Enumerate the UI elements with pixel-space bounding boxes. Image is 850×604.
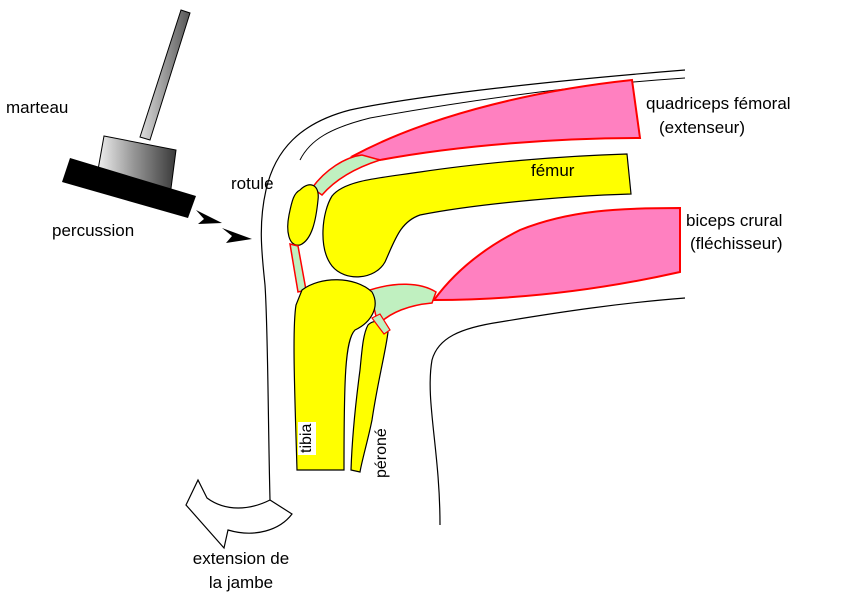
biceps-tendon <box>369 283 437 327</box>
label-marteau: marteau <box>6 98 69 117</box>
label-extension-line1: extension de <box>192 549 290 568</box>
leg-back-outline <box>429 297 686 526</box>
hammer <box>62 9 196 218</box>
extension-arrow-icon <box>185 478 293 550</box>
label-quadriceps-line2: (extenseur) <box>659 118 745 137</box>
label-rotule: rotule <box>231 174 274 193</box>
label-tibia: tibia <box>298 421 316 455</box>
label-biceps-line2: (fléchisseur) <box>690 234 783 253</box>
femur-bone <box>322 153 632 278</box>
percussion-arrow-1 <box>196 210 222 224</box>
label-femur: fémur <box>531 160 575 182</box>
hammer-handle <box>139 9 191 141</box>
patella-bone <box>287 184 319 246</box>
hammer-rubber-tip <box>62 158 196 218</box>
label-biceps-line1: biceps crural <box>686 211 783 230</box>
label-quadriceps-line1: quadriceps fémoral <box>646 94 791 113</box>
quadriceps-tendon <box>310 154 383 197</box>
fibula-ligament <box>371 313 391 335</box>
label-perone: péroné <box>373 426 391 480</box>
leg-front-outline <box>260 69 686 501</box>
quadriceps-muscle <box>349 78 642 162</box>
label-percussion: percussion <box>52 221 135 240</box>
biceps-muscle <box>432 206 681 302</box>
percussion-arrow-2 <box>222 228 252 243</box>
patellar-ligament <box>289 242 307 293</box>
label-extension-line2: la jambe <box>208 573 274 592</box>
